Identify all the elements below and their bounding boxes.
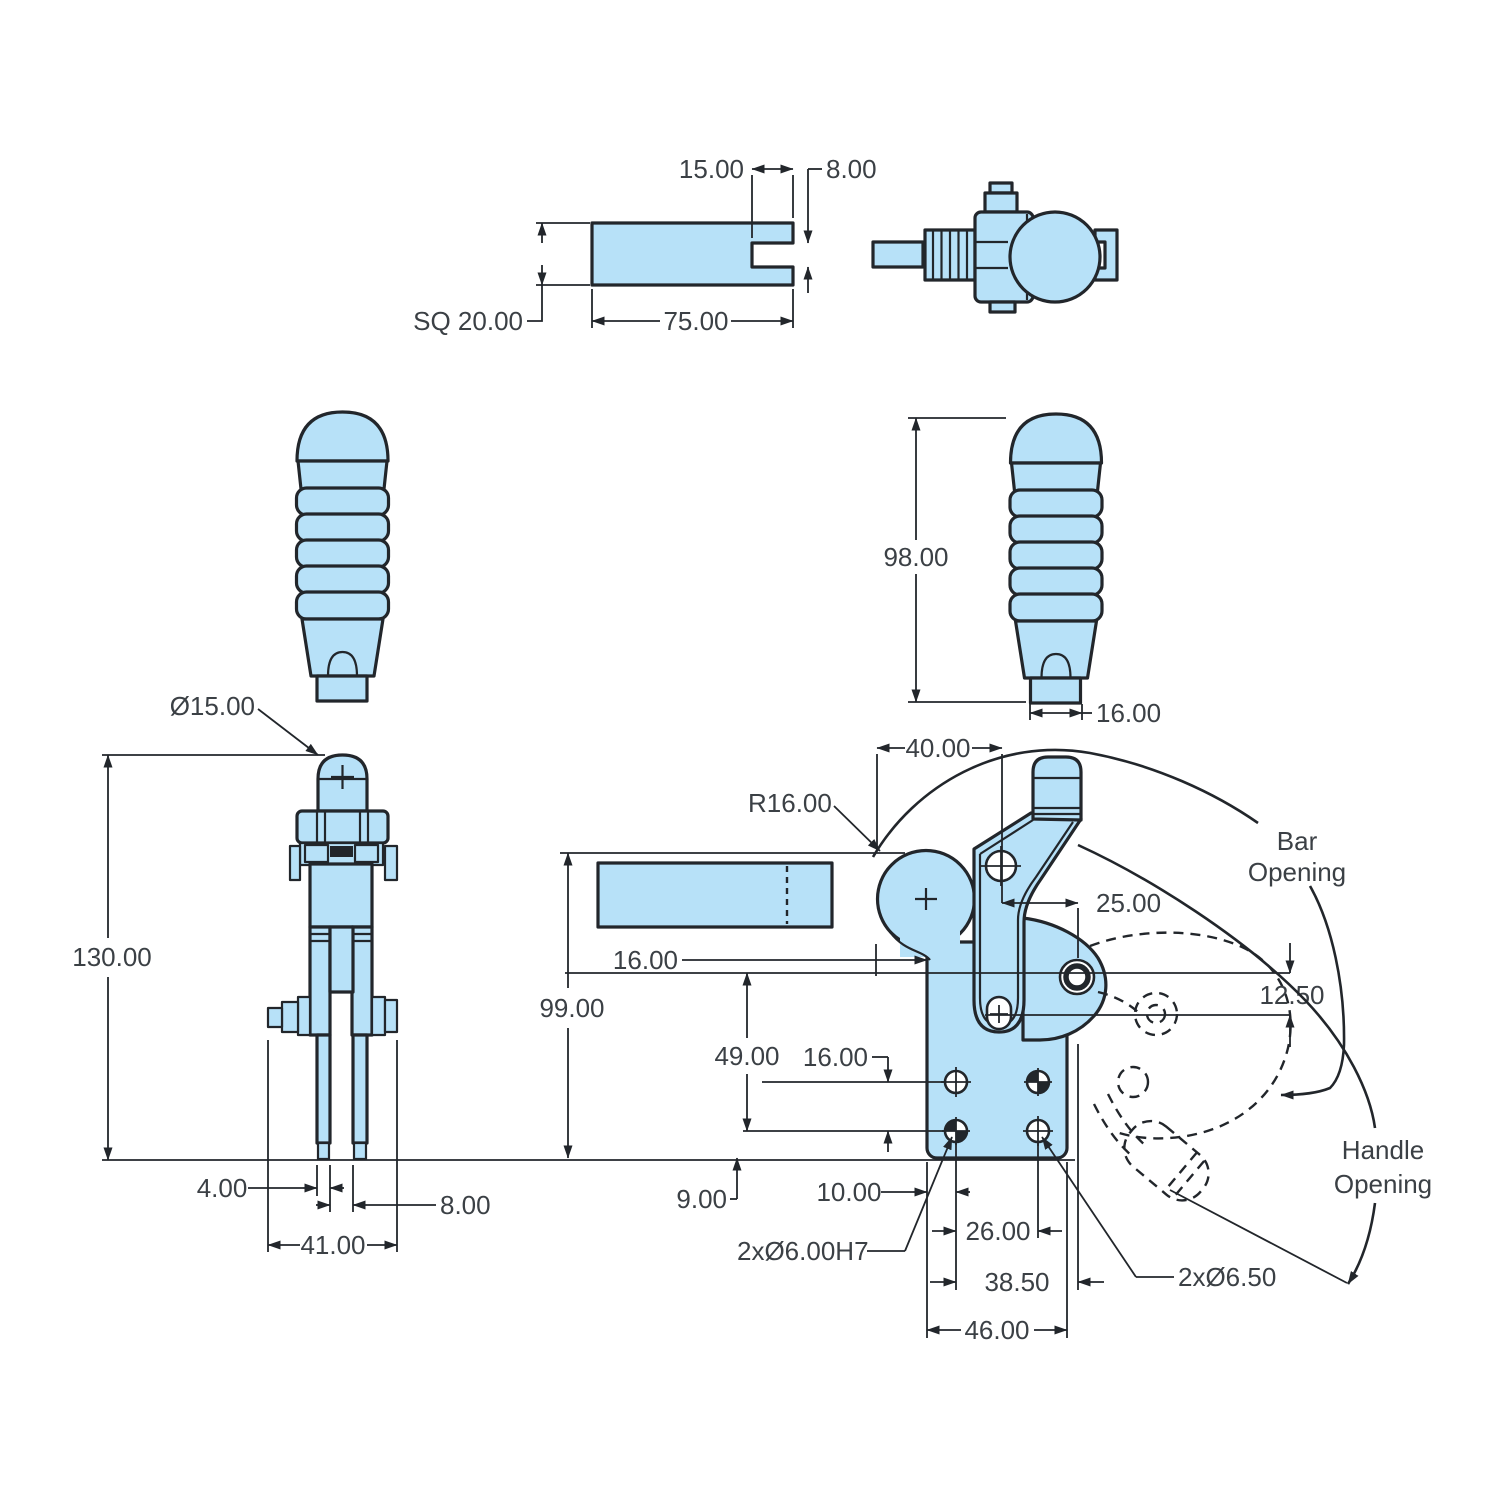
label-handle-opening-2: Opening [1334, 1169, 1432, 1199]
label-handle-opening-1: Handle [1342, 1135, 1424, 1165]
label-bar-opening-2: Opening [1248, 857, 1346, 887]
toggle-plate [308, 862, 374, 929]
label-bar-opening-1: Bar [1277, 826, 1318, 856]
dim-arm-span: 40.00 [905, 733, 970, 763]
left-prong [315, 1033, 332, 1145]
bar-side [596, 861, 834, 929]
note-dowel-holes: 2xØ6.00H7 [737, 1236, 869, 1266]
dim-slot-depth: 15.00 [679, 154, 744, 184]
side-bolt [266, 1006, 284, 1029]
bar-opening-arc [871, 748, 1259, 858]
side-nut [280, 1000, 300, 1034]
bottom-tab [988, 300, 1017, 314]
dim-handle-height: 98.00 [883, 542, 948, 572]
right-prong [351, 1033, 369, 1145]
upper-body [295, 809, 390, 845]
dim-pivot-offset: 25.00 [1096, 888, 1161, 918]
dim-hole-to-base: 9.00 [676, 1184, 727, 1214]
dowel-hole-top-right [1024, 1068, 1052, 1096]
dim-lobe-to-plate: 16.00 [613, 945, 678, 975]
dim-prong-thickness: 4.00 [197, 1173, 248, 1203]
dim-hole-row-gap: 16.00 [803, 1042, 868, 1072]
dim-front-height: 130.00 [72, 942, 152, 972]
view-clamp-front [266, 753, 399, 1161]
dim-edge-margin: 10.00 [816, 1177, 881, 1207]
note-bolt-holes: 2xØ6.50 [1178, 1262, 1276, 1292]
dim-hole-to-pivot: 38.50 [984, 1267, 1049, 1297]
dims-clamp-front: Ø15.00 130.00 4.00 8.00 41.00 [72, 691, 1075, 1260]
dim-lobe-radius: R16.00 [748, 788, 832, 818]
dim-knob-diameter: Ø15.00 [170, 691, 255, 721]
dim-prong-gap: 8.00 [440, 1190, 491, 1220]
knob-top-view [1008, 210, 1102, 304]
dim-hole-pitch: 26.00 [965, 1216, 1030, 1246]
dim-plate-hole-height: 49.00 [714, 1041, 779, 1071]
dims-clamp-side: 40.00 R16.00 25.00 16.00 12.50 99.00 49.… [539, 733, 1432, 1345]
view-handle-front [294, 410, 391, 703]
dim-bar-square: SQ 20.00 [413, 306, 523, 336]
clamp-bar [590, 221, 795, 287]
top-nut [983, 191, 1019, 214]
open-position-phantom [1089, 931, 1292, 1202]
view-head-top [871, 181, 1119, 314]
dim-plate-width: 46.00 [964, 1315, 1029, 1345]
dim-side-height: 99.00 [539, 993, 604, 1023]
view-bar-side: SQ 20.00 75.00 15.00 8.00 [413, 154, 876, 336]
handle-opening-arc [1077, 843, 1377, 1129]
dim-bar-drop: 12.50 [1259, 980, 1324, 1010]
clearance-hole-top-left [941, 1067, 971, 1097]
dim-slot-height: 8.00 [826, 154, 877, 184]
bar-stub [871, 240, 925, 269]
dim-fork-span: 41.00 [300, 1230, 365, 1260]
dim-bar-length: 75.00 [663, 306, 728, 336]
view-handle-side [1008, 412, 1104, 705]
dims-handle-side: 98.00 16.00 [883, 417, 1161, 728]
dowel-hole-bottom-left [942, 1117, 970, 1145]
view-clamp-side [596, 755, 1292, 1202]
dim-handle-stem: 16.00 [1096, 698, 1161, 728]
screw-shaft [328, 925, 355, 994]
handle-stub [1031, 755, 1083, 822]
